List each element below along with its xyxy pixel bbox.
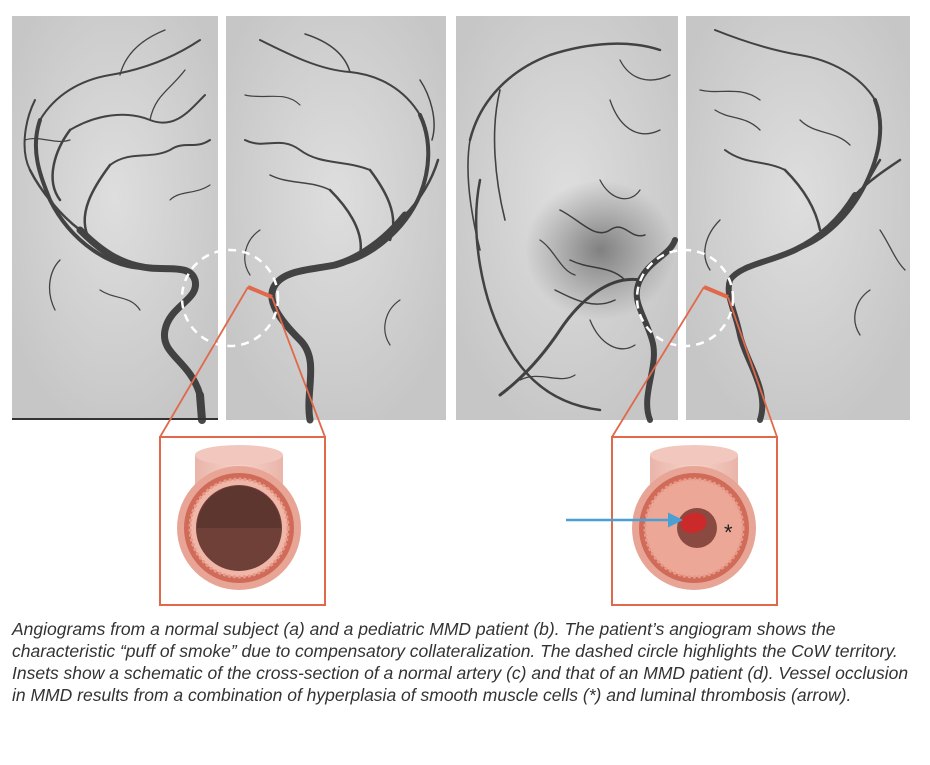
hyperplasia-asterisk: * xyxy=(724,520,733,545)
inset-normal-artery xyxy=(159,436,326,606)
angiogram-mmd-left xyxy=(456,16,678,423)
figure-caption: Angiograms from a normal subject (a) and… xyxy=(12,619,909,705)
inset-mmd-artery: * xyxy=(566,436,778,606)
zoom-callout-normal xyxy=(159,285,326,438)
thrombus xyxy=(680,512,707,533)
zoom-callout-mmd xyxy=(611,285,778,438)
cow-dashed-circle-normal xyxy=(180,248,280,348)
figure: * xyxy=(12,16,910,606)
angiogram-mmd-right xyxy=(686,16,910,423)
angiogram-normal-right xyxy=(226,16,446,424)
angiogram-normal-left xyxy=(12,16,218,424)
